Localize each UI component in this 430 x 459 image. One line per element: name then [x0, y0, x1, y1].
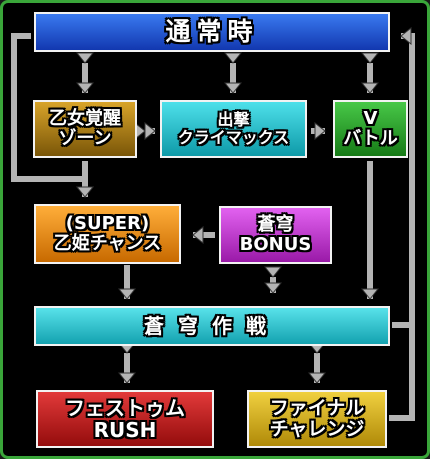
- node-shutsugeki-line2: クライマックス: [177, 128, 290, 147]
- node-otome-zone: 乙女覚醒 ゾーン: [33, 100, 137, 158]
- node-festum-rush-line1: フェストゥム: [65, 396, 185, 420]
- flow-arrows: [11, 3, 415, 421]
- node-super-otohime-line2: 乙姫チャンス: [53, 233, 162, 254]
- node-sokyu-bonus: 蒼穹 BONUS: [219, 206, 332, 264]
- arrow-final-loop-tsujo: [389, 36, 415, 421]
- node-v-battle-line1: V: [363, 108, 378, 130]
- node-tsujo: 通常時: [34, 12, 390, 52]
- node-tsujo-label: 通常時: [165, 17, 259, 47]
- node-sokyu-bonus-line1: 蒼穹: [257, 214, 294, 236]
- node-otome-zone-line2: ゾーン: [58, 128, 112, 149]
- node-super-otohime-line1: (SUPER): [65, 213, 150, 235]
- node-v-battle: V バトル: [333, 100, 408, 158]
- node-final-challenge-line2: チャレンジ: [269, 418, 365, 440]
- node-festum-rush: フェストゥム RUSH: [36, 390, 214, 448]
- node-shutsugeki-climax: 出撃 クライマックス: [160, 100, 307, 158]
- node-super-otohime-chance: (SUPER) 乙姫チャンス: [34, 204, 181, 264]
- node-sokyu-sakusen-label: 蒼穹作戦: [144, 314, 280, 338]
- node-festum-rush-line2: RUSH: [93, 418, 157, 442]
- node-sokyu-sakusen: 蒼穹作戦: [34, 306, 390, 346]
- node-otome-zone-line1: 乙女覚醒: [49, 108, 121, 130]
- node-final-challenge: ファイナル チャレンジ: [247, 390, 387, 448]
- node-final-challenge-line1: ファイナル: [269, 397, 365, 420]
- node-sokyu-bonus-line2: BONUS: [239, 234, 312, 255]
- node-v-battle-line2: バトル: [343, 128, 398, 149]
- node-shutsugeki-line1: 出撃: [217, 110, 250, 130]
